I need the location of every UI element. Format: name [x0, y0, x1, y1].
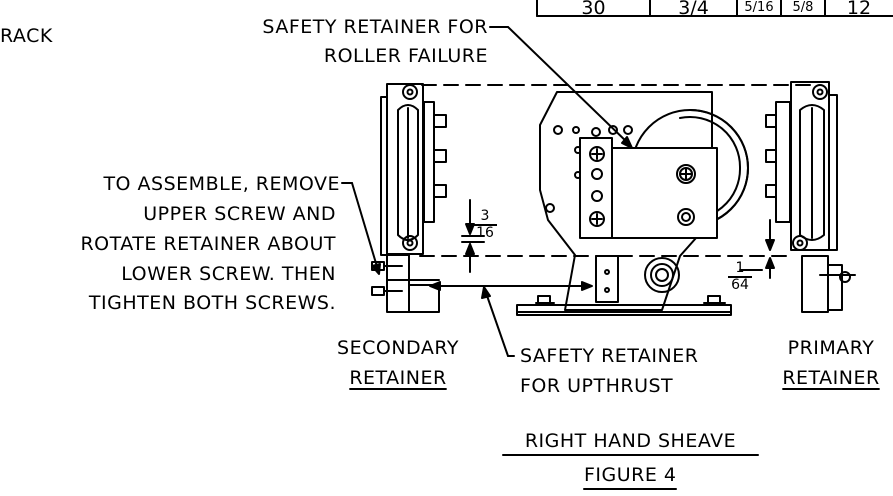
- secondary-retainer-label-line1: SECONDARY: [337, 337, 459, 359]
- dimension-3-16: 3 16: [473, 209, 497, 241]
- safety-retainer-roller-label-line2: ROLLER FAILURE: [323, 45, 488, 67]
- table-cell-3-4: 3/4: [678, 0, 709, 19]
- dimension-lines: [461, 199, 775, 279]
- assembly-note-line5: TIGHTEN BOTH SCREWS.: [88, 292, 336, 314]
- primary-retainer-label-line2: RETAINER: [782, 367, 880, 389]
- upthrust-retainer-label-line2: FOR UPTHRUST: [520, 375, 674, 397]
- safety-retainer-roller-label-line1: SAFETY RETAINER FOR: [262, 16, 488, 38]
- table-cell-30: 30: [581, 0, 606, 19]
- track-label-fragment: RACK: [0, 25, 53, 47]
- dimension-1-64-numerator: 1: [728, 261, 752, 278]
- caption-underlines: [502, 454, 759, 490]
- assembly-note-line1: TO ASSEMBLE, REMOVE: [103, 173, 340, 195]
- assembly-note-line3: ROTATE RETAINER ABOUT: [80, 233, 336, 255]
- roller-failure-retainer-block: [579, 137, 718, 239]
- table-fragment-lines: [536, 0, 893, 17]
- upthrust-retainer-and-hub: [535, 255, 726, 304]
- assembly-note-line2: UPPER SCREW AND: [143, 203, 336, 225]
- table-cell-5-8: 5/8: [792, 0, 814, 15]
- primary-side-bracket: [765, 81, 856, 313]
- dimension-1-64-denominator: 64: [731, 277, 749, 293]
- caption-figure-number: FIGURE 4: [584, 464, 677, 486]
- dimension-3-16-denominator: 16: [476, 225, 494, 241]
- assembly-note-line4: LOWER SCREW. THEN: [121, 263, 336, 285]
- caption-title: RIGHT HAND SHEAVE: [524, 430, 737, 452]
- upthrust-retainer-label-line1: SAFETY RETAINER: [520, 345, 699, 367]
- dimension-1-64: 1 64: [728, 261, 752, 293]
- primary-retainer-label-line1: PRIMARY: [787, 337, 875, 359]
- secondary-retainer-label-line2: RETAINER: [349, 367, 447, 389]
- leader-lines: [341, 26, 633, 357]
- table-cell-5-16: 5/16: [744, 0, 774, 15]
- secondary-side-bracket: [371, 83, 447, 313]
- dimension-3-16-numerator: 3: [473, 209, 497, 226]
- table-cell-12: 12: [846, 0, 872, 19]
